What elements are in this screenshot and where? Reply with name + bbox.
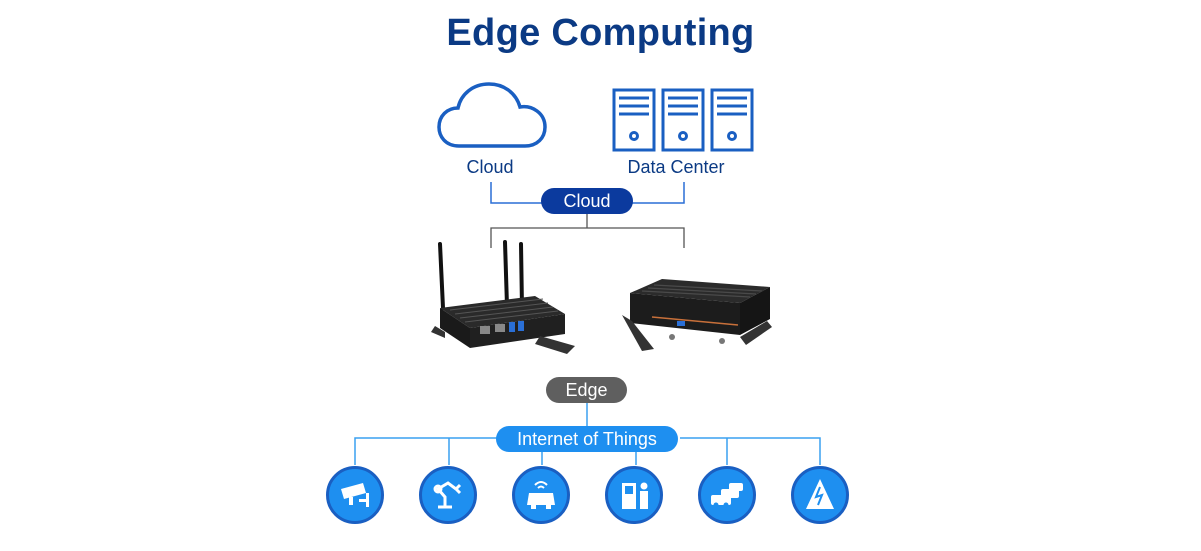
iot-pill: Internet of Things — [496, 426, 678, 452]
mountain-icon — [791, 466, 849, 524]
data-center-label: Data Center — [627, 157, 725, 177]
cloud-label: Cloud — [466, 157, 514, 177]
traffic-cars-icon — [698, 466, 756, 524]
edge-gateway-device-image — [431, 240, 575, 354]
robotic-arm-icon — [419, 466, 477, 524]
edge-server-device-image — [622, 279, 772, 351]
cloud-icon — [437, 82, 547, 148]
security-camera-icon — [326, 466, 384, 524]
data-center-icon — [612, 88, 754, 152]
page-title: Edge Computing — [446, 12, 755, 54]
edge-pill: Edge — [546, 377, 627, 403]
vehicle-wifi-icon — [512, 466, 570, 524]
cloud-pill: Cloud — [541, 188, 633, 214]
kiosk-person-icon — [605, 466, 663, 524]
